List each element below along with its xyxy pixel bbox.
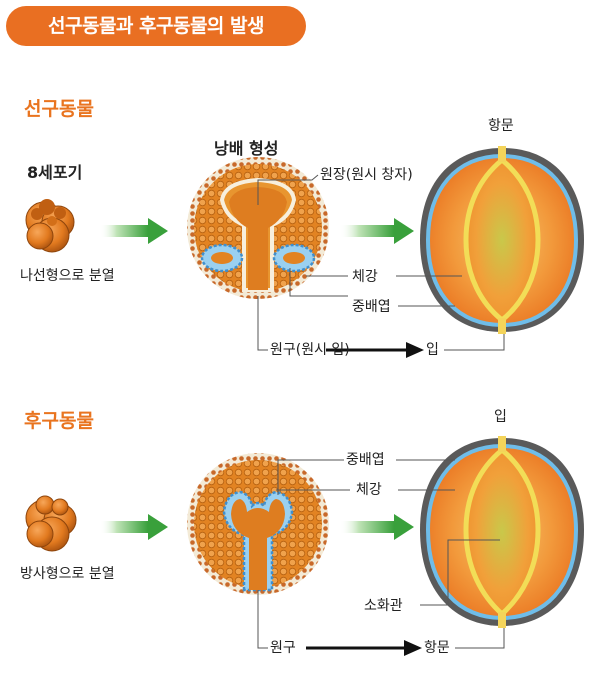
deuterostome-coelom-label: 체강 xyxy=(356,482,382,498)
radial-cleavage-embryo xyxy=(25,495,77,552)
protostome-heading: 선구동물 xyxy=(24,98,94,120)
deuterostome-blastopore-label: 원구 xyxy=(270,640,296,656)
title-banner: 선구동물과 후구동물의 발생 xyxy=(6,6,306,46)
arrow-green-3 xyxy=(100,514,168,540)
archenteron-label: 원장(원시 창자) xyxy=(320,167,413,183)
gastrulation-label: 낭배 형성 xyxy=(214,139,279,158)
deuterostome-heading: 후구동물 xyxy=(24,410,94,432)
digestive-tract-label: 소화관 xyxy=(364,598,403,614)
deuterostome-mouth-label: 입 xyxy=(494,409,507,425)
deuterostome-mesoderm-label: 중배엽 xyxy=(346,452,385,468)
blastopore-primitive-mouth-label: 원구(원시 입) xyxy=(270,342,350,358)
spiral-cleavage-label: 나선형으로 분열 xyxy=(20,268,115,284)
arrow-green-2 xyxy=(340,218,414,244)
protostome-coelom-label: 체강 xyxy=(352,269,378,285)
arrow-green-1 xyxy=(100,218,168,244)
eight-cell-embryo xyxy=(25,199,75,253)
deuterostome-gastrula xyxy=(187,453,329,595)
deuterostome-anus-label: 항문 xyxy=(424,640,450,656)
deuterostome-body xyxy=(420,436,584,628)
deuterostome-leader-lines xyxy=(257,459,505,649)
protostome-mouth-label: 입 xyxy=(426,342,439,358)
protostome-anus-label: 항문 xyxy=(488,118,514,134)
protostome-body xyxy=(420,146,584,334)
protostome-leader-lines xyxy=(257,174,505,351)
protostome-mesoderm-label: 중배엽 xyxy=(352,299,391,315)
protostome-gastrula xyxy=(187,157,329,299)
eight-cell-label: 8세포기 xyxy=(27,163,83,182)
arrow-green-4 xyxy=(340,514,414,540)
arrow-black-deuterostome xyxy=(306,640,422,656)
arrow-black-protostome xyxy=(326,342,424,358)
radial-cleavage-label: 방사형으로 분열 xyxy=(20,566,115,582)
